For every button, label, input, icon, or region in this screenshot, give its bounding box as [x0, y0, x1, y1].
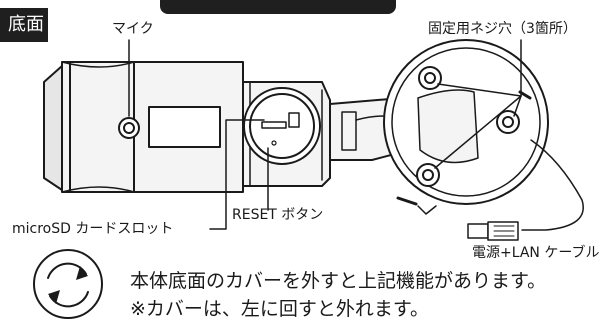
mounting-base [383, 39, 549, 215]
screw-hole [416, 163, 440, 187]
label-power-lan-cable: 電源+LAN ケーブル [472, 245, 600, 261]
section-tag: 底面 [0, 8, 48, 42]
label-reset-button: RESET ボタン [232, 207, 324, 223]
label-microsd-slot: microSD カードスロット [12, 221, 174, 237]
leader-line-microsd [209, 119, 265, 230]
rotate-arrows-icon [33, 249, 103, 319]
header-bar [160, 0, 396, 14]
caption-line-2: ※カバーは、左に回すと外れます。 [130, 298, 430, 320]
caption-line-1: 本体底面のカバーを外すと上記機能があります。 [130, 270, 547, 292]
cable [521, 139, 584, 231]
rj45-connector [467, 221, 519, 241]
cover-plate [148, 106, 221, 148]
mic-hole [118, 117, 140, 139]
label-fixing-holes: 固定用ネジ穴（3箇所） [428, 21, 577, 37]
label-mic: マイク [112, 21, 154, 37]
port-cavity [243, 87, 321, 165]
leader-line-fixing-holes [434, 39, 522, 169]
screw-hole [418, 66, 442, 90]
